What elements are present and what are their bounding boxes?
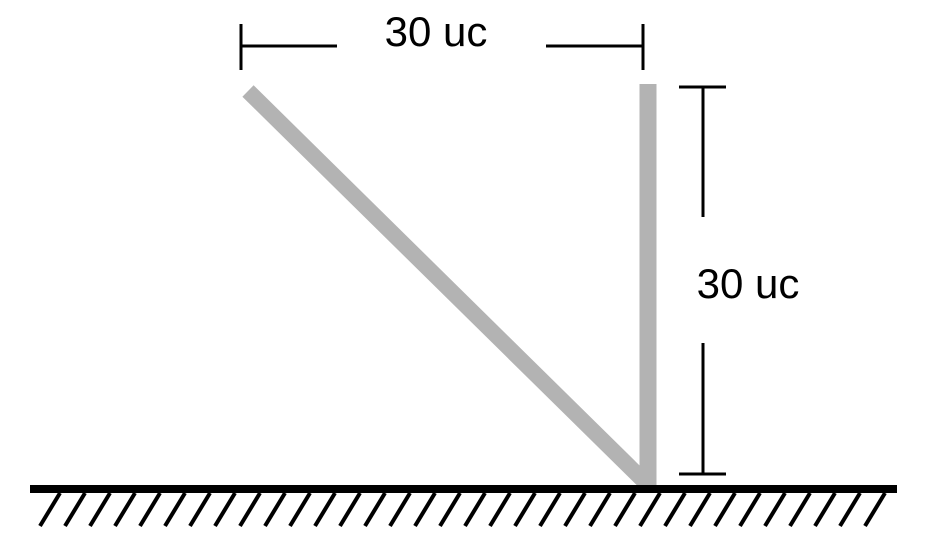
hatch-mark: [238, 491, 262, 528]
hatch-mark: [263, 491, 287, 528]
horizontal-dimension-label: 30 uc: [385, 8, 488, 55]
hatch-mark: [88, 491, 112, 528]
hatch-mark: [813, 491, 837, 528]
hatch-mark: [688, 491, 712, 528]
vertical-dimension-label: 30 uc: [697, 260, 800, 307]
hatch-mark: [363, 491, 387, 528]
hatch-mark: [738, 491, 762, 528]
hatch-mark: [338, 491, 362, 528]
hatch-mark: [188, 491, 212, 528]
hatch-mark: [163, 491, 187, 528]
hatch-mark: [863, 491, 887, 528]
ground: [30, 485, 897, 528]
hatch-mark: [213, 491, 237, 528]
hatch-mark: [713, 491, 737, 528]
hatch-mark: [313, 491, 337, 528]
vertical-dimension: [679, 85, 726, 476]
hatch-mark: [788, 491, 812, 528]
horizontal-dimension: [239, 24, 645, 70]
hatch-mark: [463, 491, 487, 528]
hatch-mark: [838, 491, 862, 528]
hatch-mark: [588, 491, 612, 528]
hatch-mark: [288, 491, 312, 528]
hatch-mark: [513, 491, 537, 528]
hatch-mark: [638, 491, 662, 528]
hatch-mark: [763, 491, 787, 528]
hatch-mark: [63, 491, 87, 528]
ground-hatching: [38, 491, 887, 528]
hatch-mark: [38, 491, 62, 528]
hatch-mark: [438, 491, 462, 528]
hatch-mark: [488, 491, 512, 528]
diagonal-rod: [242, 85, 653, 490]
hatch-mark: [613, 491, 637, 528]
hatch-mark: [413, 491, 437, 528]
hatch-mark: [663, 491, 687, 528]
hatch-mark: [538, 491, 562, 528]
hatch-mark: [388, 491, 412, 528]
hatch-mark: [138, 491, 162, 528]
hatch-mark: [113, 491, 137, 528]
hatch-mark: [563, 491, 587, 528]
